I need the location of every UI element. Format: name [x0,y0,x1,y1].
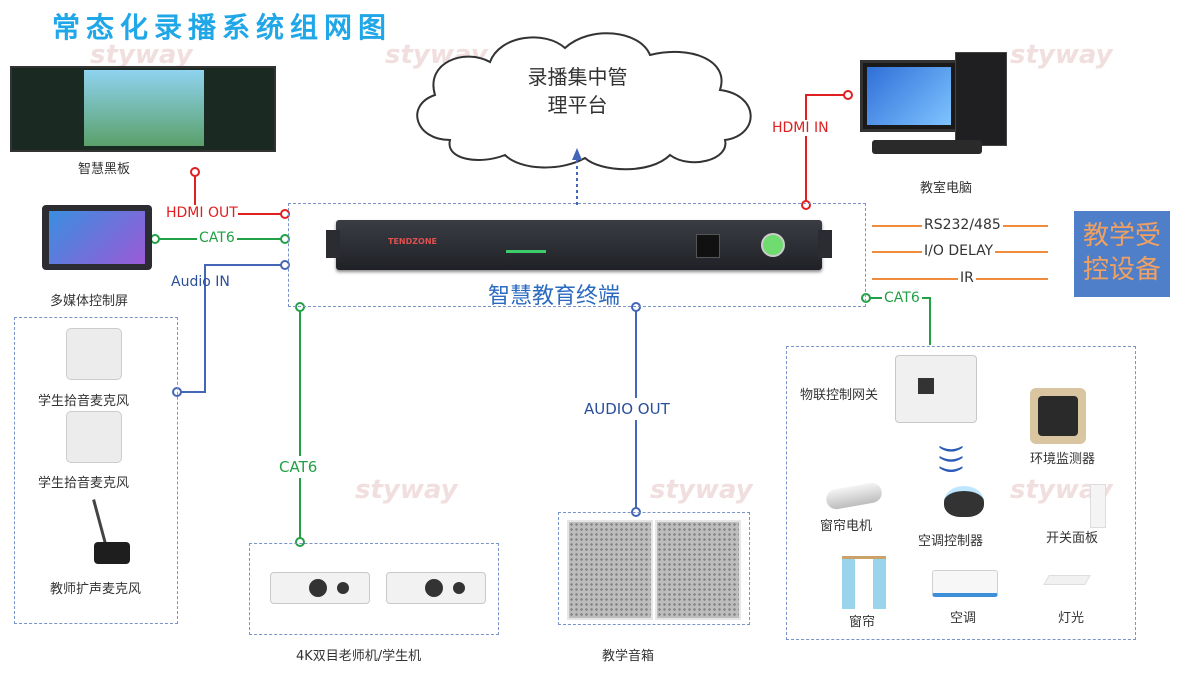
dual-camera-icon [270,572,370,604]
cat6-left-label: CAT6 [197,230,237,246]
center-device-label: 智慧教育终端 [488,284,621,309]
ir-label: IR [958,270,976,286]
smart-board-icon [10,66,276,152]
ac-controller-label: 空调控制器 [918,534,984,549]
switch-panel-label: 开关面板 [1046,531,1099,546]
keyboard-icon [872,140,982,154]
cloud-shape [416,32,752,171]
cat6-right-label: CAT6 [882,290,922,306]
audio-out-label: AUDIO OUT [584,398,670,420]
env-monitor-label: 环境监测器 [1030,452,1096,467]
curtain-label: 窗帘 [849,615,876,630]
speaker-group-box [558,512,750,625]
ac-controller-icon [944,486,984,517]
camera-label: 4K双目老师机/学生机 [296,649,422,664]
switch-panel-icon [1090,484,1106,528]
iot-group-box [786,346,1136,640]
monitor-icon [860,60,958,132]
control-screen-icon [42,205,152,270]
pc-tower-icon [955,52,1007,146]
student-mic-2-label: 学生拾音麦克风 [38,476,130,491]
speaker-label: 教学音箱 [602,649,655,664]
wifi-icon: ))) [936,443,967,475]
display-window [696,234,720,258]
cat6-bottom-label: CAT6 [279,456,318,478]
air-conditioner-icon [932,570,998,597]
curtain-motor-label: 窗帘电机 [820,519,873,534]
center-device-box [288,203,866,307]
speaker-icon [655,520,741,620]
cloud-label: 录播集中管 理平台 [527,65,628,117]
dual-camera-icon [386,572,486,604]
env-monitor-icon [1030,388,1086,444]
device-brand: TENDZONE [388,237,438,246]
power-button-icon [761,233,785,257]
controlled-devices-box: 教学受 控设备 [1074,211,1170,297]
hdmi-in-label: HDMI IN [772,120,829,136]
io-delay-label: I/O DELAY [922,243,996,259]
watermark: styway [90,40,193,70]
student-mic-1-label: 学生拾音麦克风 [38,394,130,409]
ceiling-mic-icon [66,411,122,463]
status-led-icon [506,250,546,253]
mic-base-icon [94,542,130,564]
curtain-icon [842,556,886,609]
teacher-mic-label: 教师扩声麦克风 [50,582,142,597]
watermark: styway [355,475,458,505]
iot-gateway-label: 物联控制网关 [800,388,879,403]
rack-ear-right [818,230,832,258]
microphone-group-box [14,317,178,624]
light-panel-icon [1043,575,1091,585]
page-title: 常态化录播系统组网图 [52,11,393,44]
rs232-label: RS232/485 [922,217,1003,233]
ceiling-mic-icon [66,328,122,380]
rack-ear-left [326,230,340,258]
smart-board-screen [84,70,204,146]
watermark: styway [650,475,753,505]
camera-group-box [249,543,499,635]
smart-board-label: 智慧黑板 [78,162,131,177]
watermark: styway [1010,40,1113,70]
hdmi-out-label: HDMI OUT [166,205,238,221]
classroom-pc-label: 教室电脑 [920,181,973,196]
audio-in-label: Audio IN [171,274,230,290]
ac-label: 空调 [950,611,977,626]
light-label: 灯光 [1058,611,1085,626]
iot-gateway-icon [895,355,977,423]
tablet-screen [49,211,145,264]
speaker-icon [567,520,653,620]
recording-terminal-device: TENDZONE [326,220,832,270]
control-screen-label: 多媒体控制屏 [50,294,129,309]
